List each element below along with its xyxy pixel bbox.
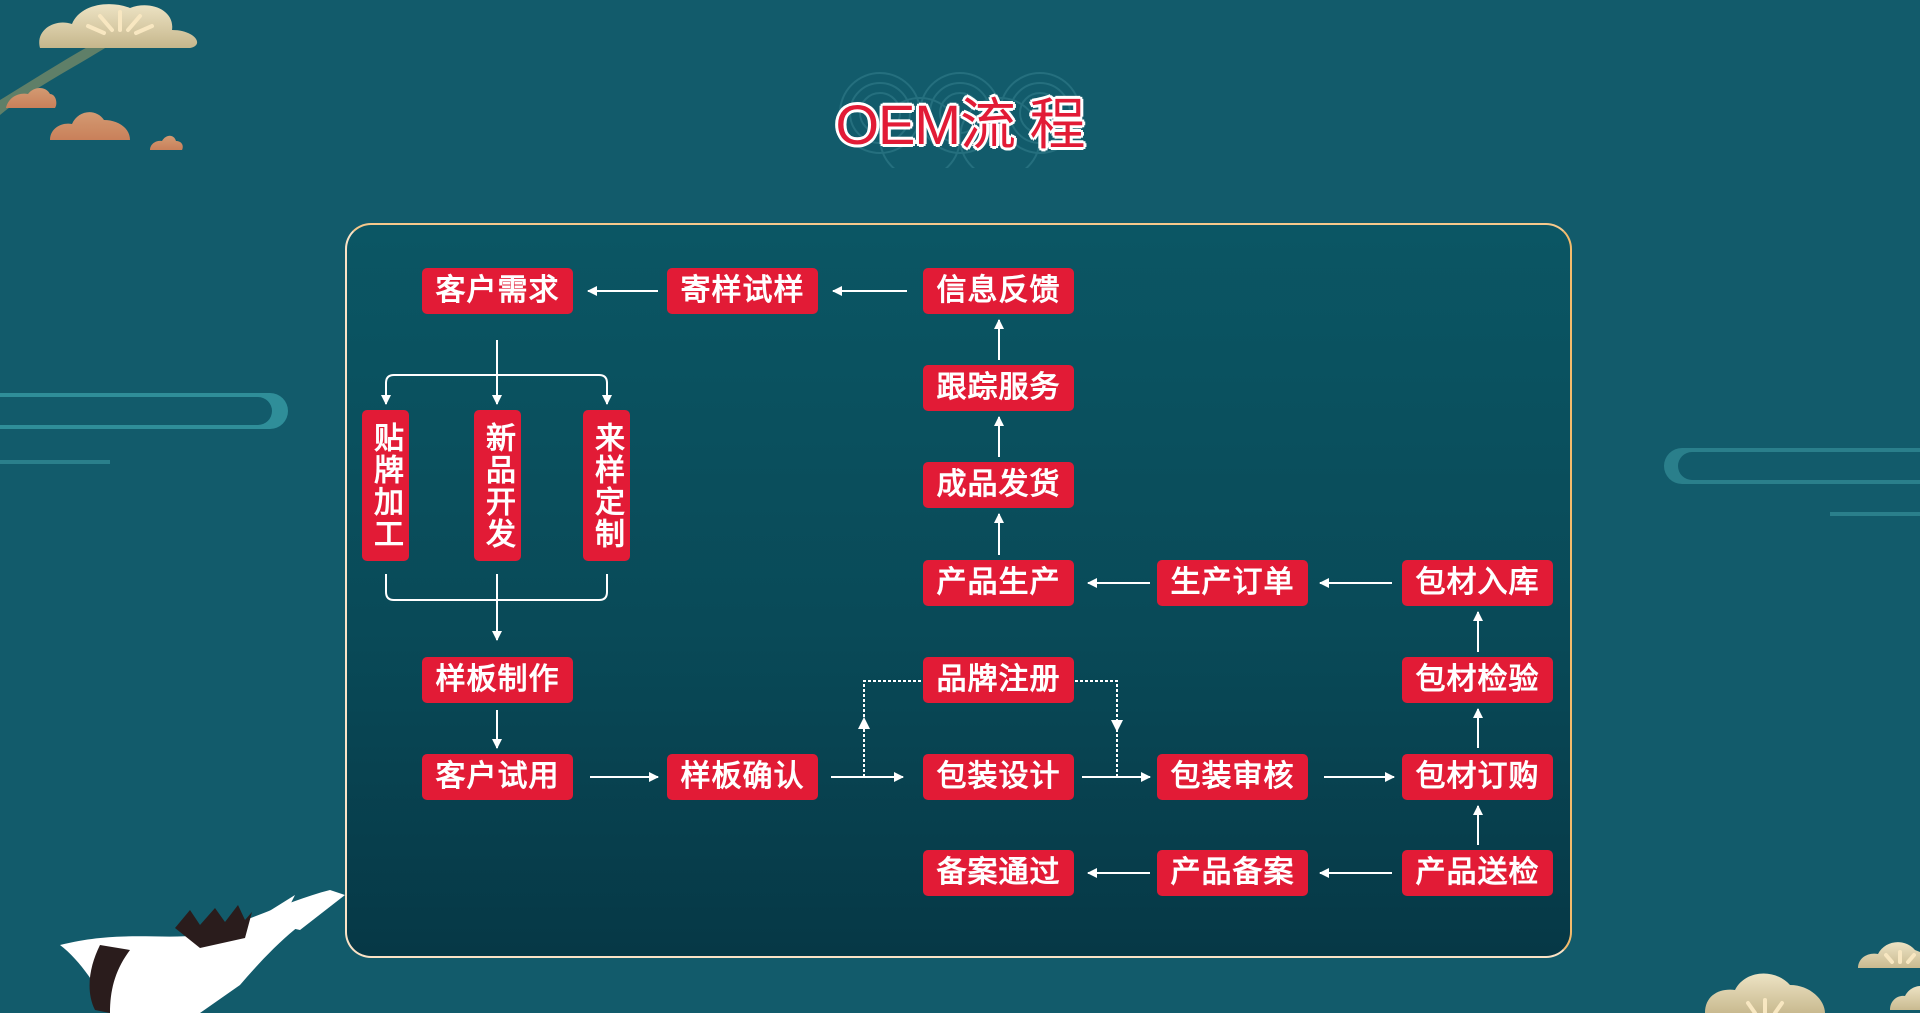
node-send-sample: 寄样试样 [667,268,818,314]
node-finished-shipping: 成品发货 [923,462,1074,508]
node-info-feedback: 信息反馈 [923,268,1074,314]
node-material-storage: 包材入库 [1402,560,1553,606]
node-customer-demand: 客户需求 [422,268,573,314]
node-tracking-service: 跟踪服务 [923,365,1074,411]
page-title: OEM流 程 [835,93,1085,156]
node-package-review: 包装审核 [1157,754,1308,800]
node-brand-registration: 品牌注册 [923,657,1074,703]
node-product-inspection: 产品送检 [1402,850,1553,896]
title-area: OEM流 程 [780,58,1140,168]
node-customer-trial: 客户试用 [422,754,573,800]
crane-decoration [60,890,345,1013]
node-material-inspection: 包材检验 [1402,657,1553,703]
node-production: 产品生产 [923,560,1074,606]
node-oem-label: 贴牌加工 [362,410,409,561]
wave-lines-left-decoration [0,393,288,464]
node-production-order: 生产订单 [1157,560,1308,606]
node-package-design: 包装设计 [923,754,1074,800]
node-sample-making: 样板制作 [422,657,573,703]
node-sample-confirm: 样板确认 [667,754,818,800]
node-material-purchase: 包材订购 [1402,754,1553,800]
seigaiha-wave-icon [839,72,1081,168]
node-new-product: 新品开发 [474,410,521,561]
node-filing-passed: 备案通过 [923,850,1074,896]
node-custom-sample: 来样定制 [583,410,630,561]
pine-cloud-bottom-right-decoration [1705,942,1920,1013]
node-product-filing: 产品备案 [1157,850,1308,896]
pine-tree-decoration [0,4,198,150]
wave-lines-right-decoration [1664,448,1920,516]
